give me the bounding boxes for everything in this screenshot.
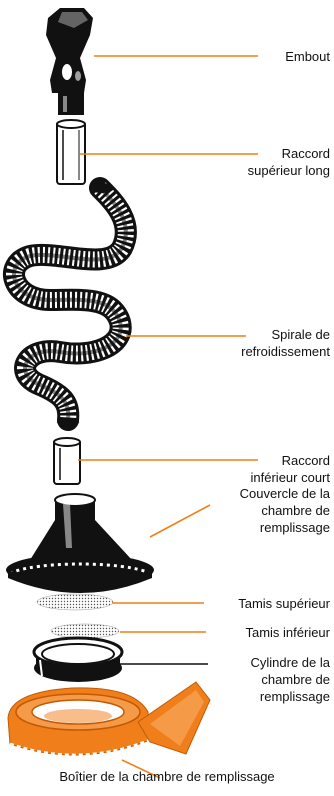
label-boitier: Boîtier de la chambre de remplissage xyxy=(0,768,334,785)
filling-chamber-cylinder xyxy=(34,638,122,682)
mouthpiece-part xyxy=(46,8,93,115)
leader-couvercle xyxy=(150,505,210,537)
upper-screen xyxy=(37,594,113,610)
lower-connector-tube xyxy=(54,438,80,484)
lower-screen xyxy=(51,624,119,638)
filling-chamber-housing xyxy=(8,682,210,755)
label-tamis-superieur: Tamis supérieur xyxy=(238,595,330,612)
upper-connector-tube xyxy=(57,120,85,184)
label-tamis-inferieur: Tamis inférieur xyxy=(245,624,330,641)
filling-chamber-lid xyxy=(6,494,154,593)
label-embout: Embout xyxy=(285,48,330,65)
cooling-spiral xyxy=(14,183,126,426)
